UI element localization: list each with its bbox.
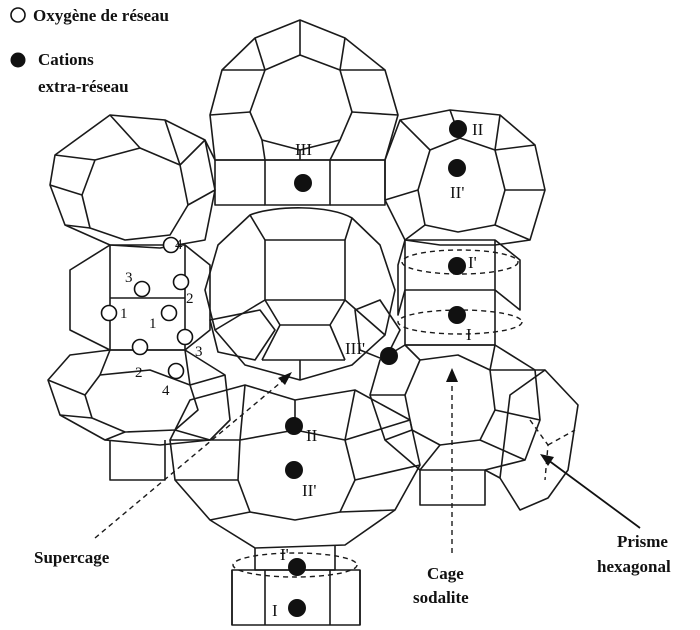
site-label-I-prime-right: I' [468,253,477,272]
cation-site-II-top [449,120,467,138]
sodalite-arrow-head [446,368,458,382]
prisme-arrow-line [548,460,640,528]
supercage-inner-view [205,208,400,380]
cage-sodalite-label-line2: sodalite [413,588,469,607]
site-label-I-prime-bottom: I' [280,545,289,564]
oxygen-label-1-right: 1 [149,316,157,332]
site-label-II-prime-top: II' [450,183,464,202]
site-label-II-prime-bottom: II' [302,481,316,500]
legend-oxygen-label: Oxygène de réseau [33,6,169,25]
site-plane-ellipses [233,250,522,577]
oxygen-label-2-bottom: 2 [135,365,143,381]
cation-site-III-prime [380,347,398,365]
legend-oxygen-symbol [11,8,25,22]
oxygen-label-3-top: 3 [125,270,133,286]
oxygen-label-3-bottom: 3 [195,344,203,360]
oxygen-label-2-top: 2 [186,291,194,307]
site-label-II-bottom: II [306,426,318,445]
oxygen-2-top [174,275,189,290]
cage-sodalite-label-line1: Cage [427,564,464,583]
oxygen-2-bottom [133,340,148,355]
cation-site-II-prime-top [448,159,466,177]
cations [285,120,467,617]
site-label-I-right: I [466,325,472,344]
site-label-III-top: III [295,140,312,159]
oxygen-3-top [135,282,150,297]
cation-site-I-right [448,306,466,324]
prisme-hexagonal-label-line2: hexagonal [597,557,671,576]
site-label-III-prime: III' [345,339,365,358]
framework-wireframe [48,20,578,625]
oxygen-label-4-top: 4 [175,237,183,253]
site-label-II-top: II [472,120,484,139]
oxygen-label-4-bottom: 4 [162,383,170,399]
legend: Oxygène de réseau Cations extra-réseau [11,6,169,96]
framework-oxygens [102,238,193,379]
oxygen-label-1-left: 1 [120,306,128,322]
hexagonal-prism-far-right [485,370,578,510]
oxygen-1-right [162,306,177,321]
cation-site-II-bottom [285,417,303,435]
oxygen-3-bottom [178,330,193,345]
supercage-label: Supercage [34,548,110,567]
cation-site-III-top [294,174,312,192]
cation-site-I-prime-bottom [288,558,306,576]
cation-site-I-bottom [288,599,306,617]
sodalite-cage-top [210,20,398,160]
legend-cation-label-line1: Cations [38,50,94,69]
cation-site-I-prime-right [448,257,466,275]
oxygen-4-bottom [169,364,184,379]
sodalite-cage-left-upper [50,115,215,248]
legend-cation-label-line2: extra-réseau [38,77,129,96]
site-label-I-bottom: I [272,601,278,620]
hexagonal-prism-right [398,240,520,345]
annotation-arrows [95,368,640,553]
oxygen-1-left [102,306,117,321]
prisme-hexagonal-label-line1: Prisme [617,532,668,551]
cation-site-II-prime-bottom [285,461,303,479]
prisme-arrow-head [540,454,554,466]
legend-cation-symbol [11,53,26,68]
